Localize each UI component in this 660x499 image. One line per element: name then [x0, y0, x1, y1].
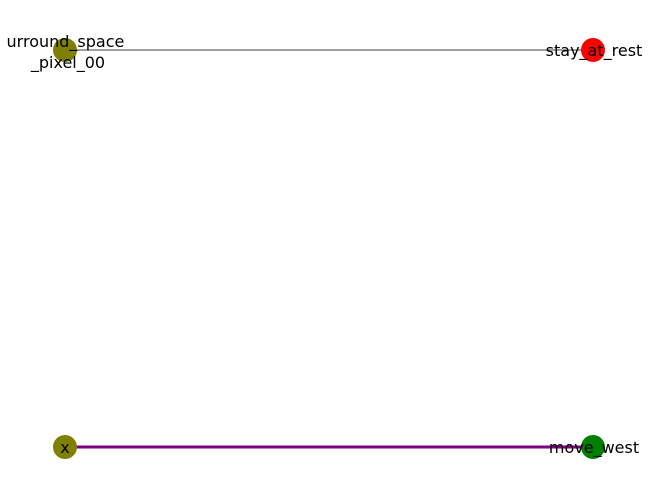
node-stay [581, 38, 605, 62]
node-move [581, 435, 605, 459]
nodes-layer [53, 38, 605, 459]
node-surround [53, 38, 77, 62]
node-x [53, 435, 77, 459]
node-label-stay: stay_at_rest [546, 41, 643, 61]
node-label-surround-line-2: _pixel_00 [30, 53, 105, 73]
edges-layer [65, 49, 593, 449]
node-label-x: x [60, 438, 69, 457]
node-label-move: move_west [549, 438, 639, 458]
labels-layer: urround_space _pixel_00 stay_at_rest x m… [7, 32, 643, 458]
node-label-surround-line-1: urround_space [7, 32, 125, 52]
node-label-surround: urround_space _pixel_00 [7, 32, 130, 73]
